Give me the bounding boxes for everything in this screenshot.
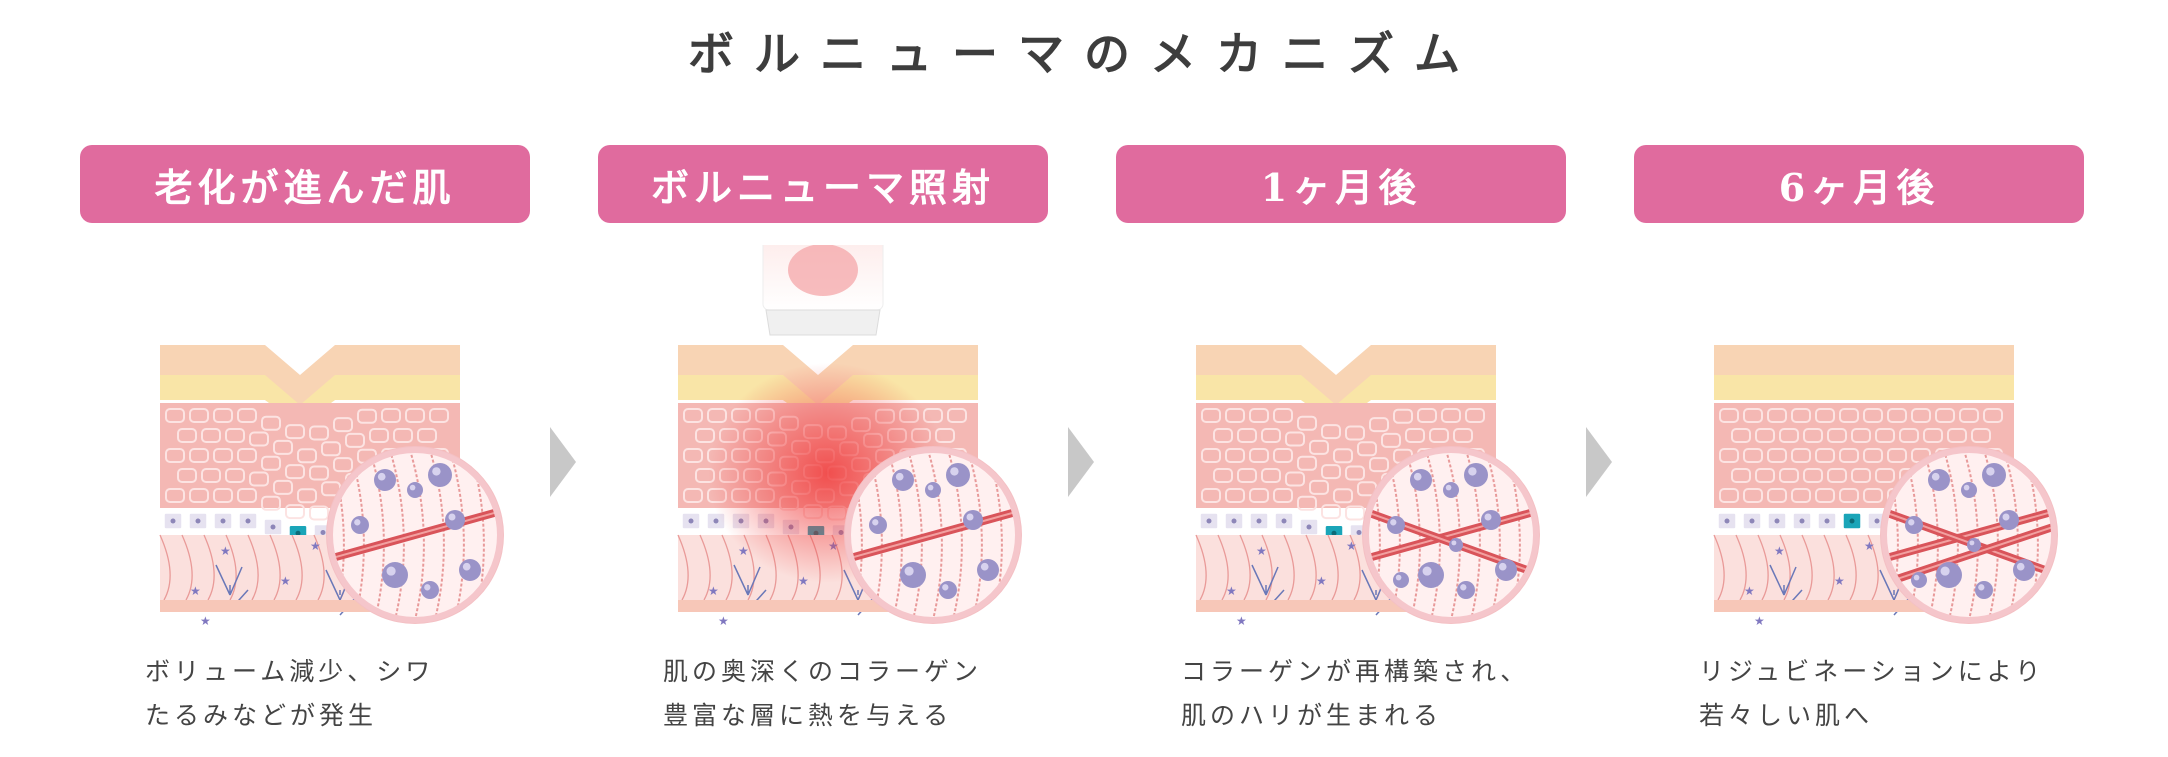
- stage-treatment: ボルニューマ照射 ★★★★★ 肌の奥深くのコラーゲン 豊富な層に熱を与える: [598, 0, 1048, 757]
- chevron-right-icon: [1586, 427, 1612, 497]
- stage-description: ボリューム減少、シワ たるみなどが発生: [145, 650, 545, 738]
- svg-text:★: ★: [1744, 584, 1755, 598]
- chevron-right-icon: [1068, 427, 1094, 497]
- stage-aged-skin: 老化が進んだ肌 ★ ★ ★ ★ ★ ボリューム減少、シワ たるみなどが発生: [80, 0, 530, 757]
- six-months-illustration: ★ ★ ★ ★ ★: [1713, 345, 2058, 628]
- svg-text:★: ★: [1774, 544, 1785, 558]
- svg-text:★: ★: [1834, 574, 1845, 588]
- svg-text:★: ★: [280, 574, 291, 588]
- svg-text:★: ★: [190, 584, 201, 598]
- stage-label-pill: 老化が進んだ肌: [80, 145, 530, 223]
- stage-one-month: 1ヶ月後 ★ ★ ★ ★ ★ コラーゲンが再構築され、 肌のハリが生まれる: [1116, 0, 1566, 757]
- stage-description: コラーゲンが再構築され、 肌のハリが生まれる: [1181, 650, 1581, 738]
- stage-description-line: 豊富な層に熱を与える: [663, 701, 953, 730]
- svg-text:★: ★: [798, 574, 809, 588]
- stage-label: 1ヶ月後: [1260, 164, 1422, 210]
- stage-label: 6ヶ月後: [1778, 164, 1940, 210]
- stage-six-months: 6ヶ月後 ★ ★ ★ ★ ★ リジュビネーションにより 若々しい肌へ: [1634, 0, 2084, 757]
- stage-description-line: 若々しい肌へ: [1699, 701, 1874, 730]
- svg-text:★: ★: [718, 614, 729, 628]
- stage-description-line: ボリューム減少、シワ: [145, 657, 435, 686]
- stage-label: 老化が進んだ肌: [154, 164, 456, 210]
- page-title: ボルニューマのメカニズム: [688, 27, 1480, 81]
- chevron-right-icon: [550, 427, 576, 497]
- stage-description: リジュビネーションにより 若々しい肌へ: [1699, 650, 2099, 738]
- svg-text:★: ★: [1864, 539, 1875, 553]
- svg-text:★: ★: [1236, 614, 1247, 628]
- aged-skin-illustration: ★ ★ ★ ★ ★: [159, 345, 504, 628]
- svg-text:★: ★: [1316, 574, 1327, 588]
- stage-description-line: 肌の奥深くのコラーゲン: [663, 657, 983, 686]
- stage-label: ボルニューマ照射: [650, 164, 995, 210]
- treatment-illustration: ★★★★★: [677, 245, 1022, 628]
- stage-label-pill: ボルニューマ照射: [598, 145, 1048, 223]
- svg-text:★: ★: [1754, 614, 1765, 628]
- stage-description: 肌の奥深くのコラーゲン 豊富な層に熱を与える: [663, 650, 1063, 738]
- stage-description-line: コラーゲンが再構築され、: [1181, 657, 1530, 686]
- stage-description-line: 肌のハリが生まれる: [1181, 701, 1443, 730]
- svg-text:★: ★: [708, 584, 719, 598]
- stage-description-line: リジュビネーションにより: [1699, 657, 2045, 686]
- svg-text:★: ★: [220, 544, 231, 558]
- svg-text:★: ★: [200, 614, 211, 628]
- svg-text:★: ★: [1226, 584, 1237, 598]
- svg-text:★: ★: [738, 544, 749, 558]
- stage-label-pill: 1ヶ月後: [1116, 145, 1566, 223]
- svg-text:★: ★: [310, 539, 321, 553]
- svg-text:★: ★: [1256, 544, 1267, 558]
- one-month-illustration: ★ ★ ★ ★ ★: [1195, 345, 1540, 628]
- svg-text:★: ★: [1346, 539, 1357, 553]
- stage-label-pill: 6ヶ月後: [1634, 145, 2084, 223]
- stage-description-line: たるみなどが発生: [145, 701, 378, 730]
